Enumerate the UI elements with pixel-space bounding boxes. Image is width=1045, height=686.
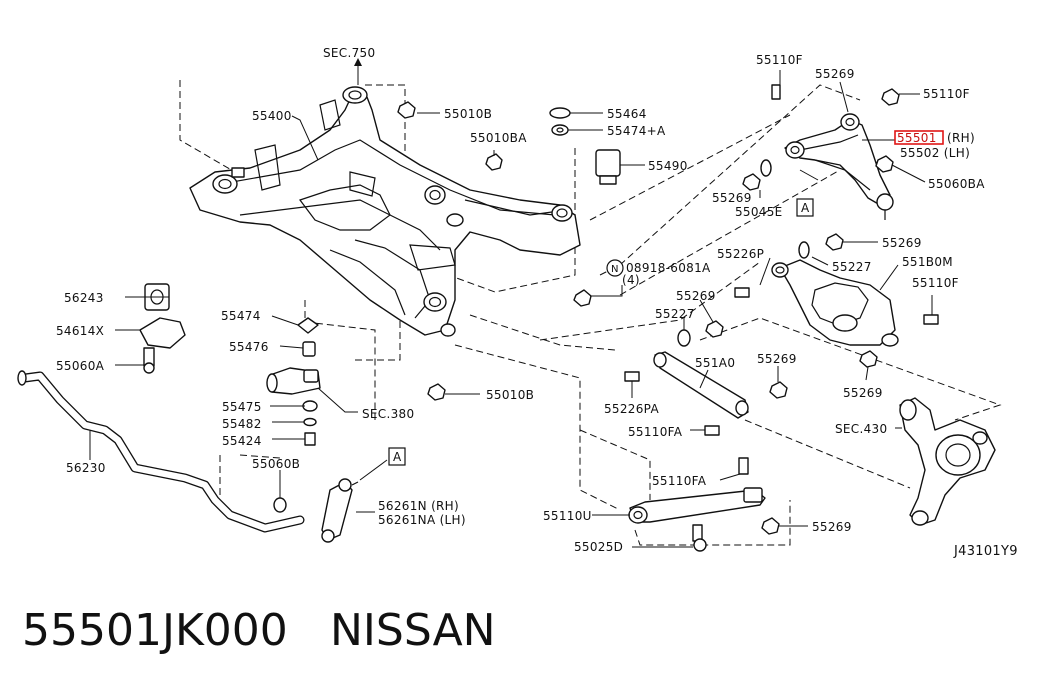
stabilizer-bar xyxy=(17,370,305,533)
label-55025d: 55025D xyxy=(574,540,623,554)
label-55110f-tr: 55110F xyxy=(923,87,970,101)
n-symbol-circle xyxy=(606,259,624,277)
label-55045e: 55045E xyxy=(735,205,783,219)
label-55227-c: 55227 xyxy=(655,307,695,321)
label-55269-c: 55269 xyxy=(676,289,716,303)
marker-box-a-left xyxy=(388,447,406,466)
label-55060ba: 55060BA xyxy=(928,177,985,191)
label-56261na: 56261NA (LH) xyxy=(378,513,466,527)
label-sec380: SEC.380 xyxy=(362,407,414,421)
label-55010b-top: 55010B xyxy=(444,107,492,121)
rear-knuckle xyxy=(899,397,996,526)
label-55110u: 55110U xyxy=(543,509,592,523)
label-sec750: SEC.750 xyxy=(323,46,375,60)
label-08918: 08918-6081A xyxy=(626,261,711,275)
part-labels: SEC.750 55400 55010B 55010BA 55464 55474… xyxy=(56,46,1018,559)
label-55226pa: 55226PA xyxy=(604,402,659,416)
label-55400: 55400 xyxy=(252,109,292,123)
diagram-code: J43101Y9 xyxy=(953,544,1018,559)
label-sec430: SEC.430 xyxy=(835,422,887,436)
stabilizer-link-rod xyxy=(321,478,359,543)
label-rh: (RH) xyxy=(947,131,975,145)
label-551b0m: 551B0M xyxy=(902,255,953,269)
label-55482: 55482 xyxy=(222,417,262,431)
label-55474: 55474 xyxy=(221,309,261,323)
label-55424: 55424 xyxy=(222,434,262,448)
label-55010b-bot: 55010B xyxy=(486,388,534,402)
label-55269-mr: 55269 xyxy=(843,386,883,400)
label-55226p: 55226P xyxy=(717,247,764,261)
label-55227-r: 55227 xyxy=(832,260,872,274)
label-56243: 56243 xyxy=(64,291,104,305)
label-54614x: 54614X xyxy=(56,324,104,338)
label-55110fa-b: 55110FA xyxy=(652,474,707,488)
upper-link-arm xyxy=(784,113,894,220)
label-55476: 55476 xyxy=(229,340,269,354)
label-n-symbol: N xyxy=(611,264,619,275)
label-55502: 55502 (LH) xyxy=(900,146,970,160)
label-551a0: 551A0 xyxy=(695,356,735,370)
marker-box-a-right xyxy=(796,198,814,217)
label-55110f-r: 55110F xyxy=(912,276,959,290)
label-marker-a-right: A xyxy=(801,201,810,215)
label-55490: 55490 xyxy=(648,159,688,173)
small-parts xyxy=(139,84,939,552)
label-55269-bot: 55269 xyxy=(812,520,852,534)
footer-part-number: 55501JK000 xyxy=(22,605,288,656)
label-55269-mid: 55269 xyxy=(882,236,922,250)
label-marker-a-left: A xyxy=(393,450,402,464)
label-55464: 55464 xyxy=(607,107,647,121)
label-55010ba: 55010BA xyxy=(470,131,527,145)
label-55269-c2: 55269 xyxy=(757,352,797,366)
label-55269-top: 55269 xyxy=(815,67,855,81)
label-55110f-top: 55110F xyxy=(756,53,803,67)
rear-subframe xyxy=(189,86,581,337)
label-55475: 55475 xyxy=(222,400,262,414)
leader-lines xyxy=(89,58,933,548)
label-qty4: (4) xyxy=(622,273,640,287)
label-55060b: 55060B xyxy=(252,457,300,471)
footer-brand: NISSAN xyxy=(330,605,496,656)
lower-link-arm xyxy=(771,259,899,347)
label-56230: 56230 xyxy=(66,461,106,475)
label-55060a: 55060A xyxy=(56,359,105,373)
label-55501: 55501 xyxy=(897,131,937,145)
label-56261n: 56261N (RH) xyxy=(378,499,459,513)
target-part-highlight xyxy=(894,130,944,145)
label-55110fa: 55110FA xyxy=(628,425,683,439)
label-55474a: 55474+A xyxy=(607,124,666,138)
label-55269-left: 55269 xyxy=(712,191,752,205)
